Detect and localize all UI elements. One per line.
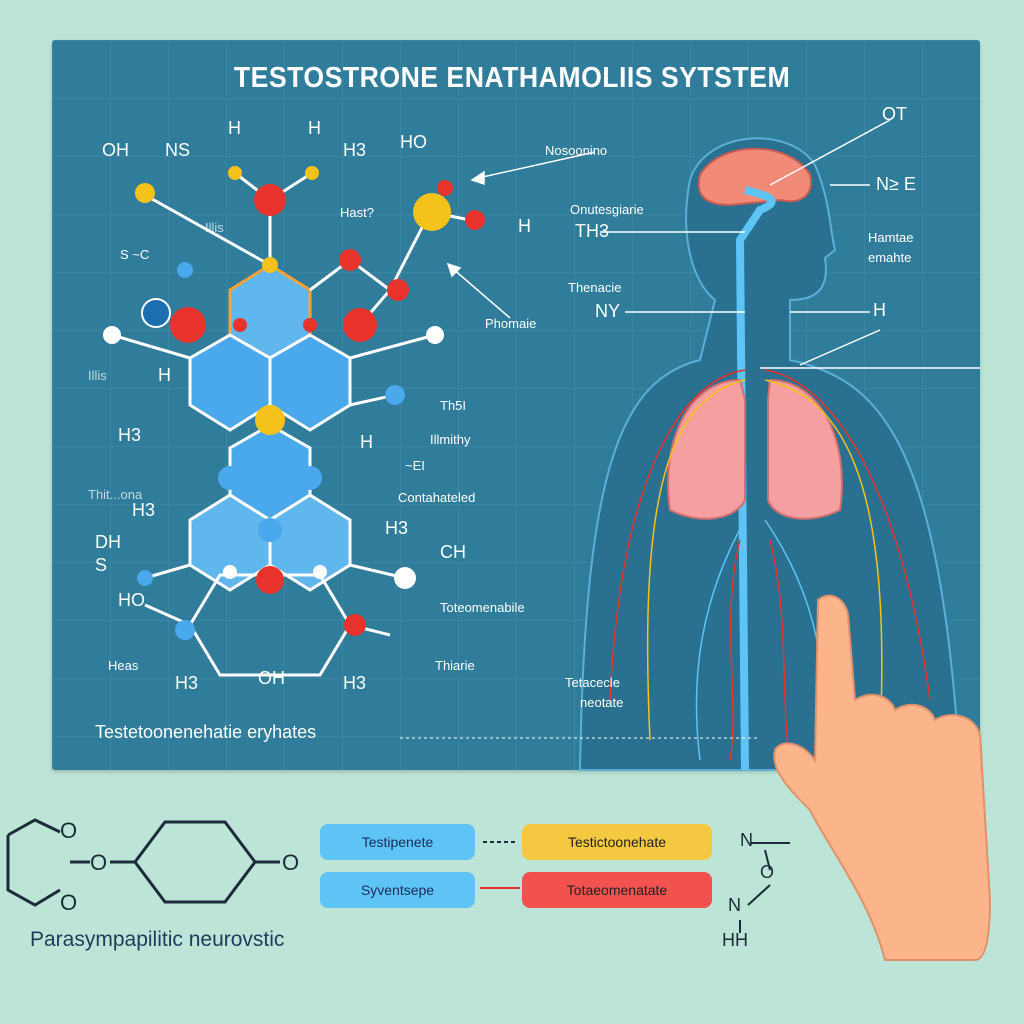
- atom-label: H: [158, 365, 171, 385]
- atom-label: H3: [118, 425, 142, 445]
- atom-label: Toteomenabile: [440, 600, 525, 615]
- atom-label: Illis: [88, 368, 107, 383]
- atom-o: O: [60, 890, 78, 915]
- atom-label: H: [308, 118, 321, 138]
- atom-label: H3: [132, 500, 156, 520]
- atom-label: H3: [343, 140, 367, 160]
- atom-n: N: [728, 895, 741, 915]
- atom-label: H3: [343, 673, 367, 693]
- atom-label: H: [518, 216, 531, 236]
- right-structure: [739, 842, 790, 933]
- body-label: Thenacie: [568, 280, 622, 295]
- atom-label: Thit...ona: [88, 487, 143, 502]
- arrow-label: Phomaie: [485, 316, 537, 331]
- atom-label: Th5I: [440, 398, 467, 413]
- molecule: [111, 171, 481, 677]
- ring: [188, 573, 352, 677]
- body-label: Tetacecle: [565, 675, 620, 690]
- spine: [735, 186, 776, 771]
- body-label: OT: [882, 104, 907, 124]
- panel-footer-caption: Testetoonenehatie eryhates: [95, 722, 317, 742]
- atom-label: ~EI: [405, 458, 425, 473]
- atoms: [103, 166, 485, 640]
- atom-label: HO: [118, 590, 145, 610]
- atom-label: CH: [440, 542, 466, 562]
- chip-testictoonehate: Testictoonehate: [522, 824, 712, 860]
- atom-label: Contahateled: [398, 490, 476, 505]
- body-label: Onutesgiarie: [570, 202, 644, 217]
- arrows: [446, 151, 596, 319]
- arrow-label: Nosoonino: [545, 143, 608, 158]
- atom-o: O: [282, 850, 300, 875]
- atom-label: H: [228, 118, 241, 138]
- body-label: N≥ E: [876, 174, 916, 194]
- atom-label: OH: [258, 668, 285, 688]
- atom-label: Heas: [108, 658, 139, 673]
- bottom-caption: Parasympapilitic neurovstic: [30, 928, 285, 951]
- atom-label: S: [95, 555, 108, 575]
- right-lung: [767, 378, 843, 520]
- atom-o: O: [60, 818, 78, 843]
- left-lung: [667, 378, 746, 520]
- body-label: H: [873, 300, 886, 320]
- body-label: NY: [595, 301, 621, 321]
- brain: [697, 147, 812, 207]
- atom-h: HH: [722, 930, 748, 950]
- left-structure: [6, 818, 280, 907]
- atom-o: O: [760, 862, 775, 882]
- chip-testipenete: Testipenete: [320, 824, 475, 860]
- chip-connectors: [400, 737, 760, 889]
- atom-label: H3: [385, 518, 409, 538]
- pointing-hand: [773, 594, 992, 961]
- chip-totaeomenatate: Totaeomenatate: [522, 872, 712, 908]
- body-label: Hamtae: [868, 230, 914, 245]
- body-label: TH3: [575, 221, 610, 241]
- atom-label: S ~C: [120, 247, 150, 262]
- chip-syventsepe: Syventsepe: [320, 872, 475, 908]
- body-label: neotate: [580, 695, 624, 710]
- atom-label: H: [360, 432, 373, 452]
- atom-label: Thiarie: [435, 658, 475, 673]
- diagram-title: TESTOSTRONE ENATHAMOLIIS SYTSTEM: [233, 62, 791, 94]
- body-silhouette: [578, 119, 980, 771]
- atom-label: HO: [400, 132, 427, 152]
- atom-label: H3: [175, 673, 199, 693]
- atom-label: Hast?: [340, 205, 374, 220]
- atom-label: Illis: [205, 220, 224, 235]
- body-label: emahte: [868, 250, 912, 265]
- atom-n: N: [740, 830, 753, 850]
- atom-label: OH: [102, 140, 129, 160]
- atom-label: Illmithy: [430, 432, 471, 447]
- atom-label: DH: [95, 532, 121, 552]
- atom-o: O: [90, 850, 108, 875]
- atom-label: NS: [165, 140, 191, 160]
